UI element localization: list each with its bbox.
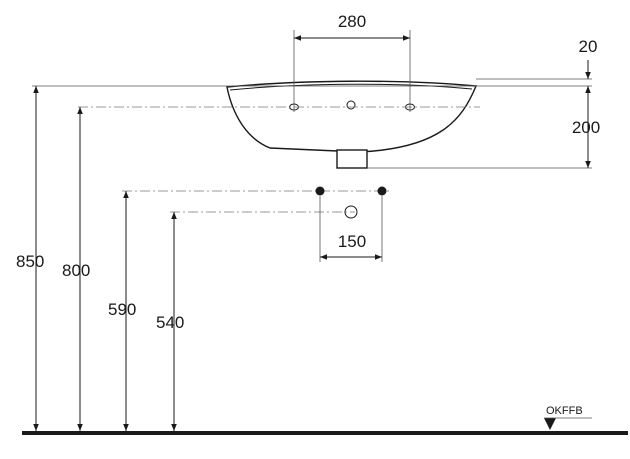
dimension-280: 280 [338, 12, 366, 31]
dimension-200: 200 [572, 118, 600, 137]
waste-outlet [336, 149, 368, 169]
supply-connection-left [315, 186, 325, 196]
dimension-800: 800 [62, 261, 90, 280]
washbasin [226, 80, 478, 169]
floor-line [22, 431, 628, 435]
dimension-150: 150 [338, 232, 366, 251]
floor-label: OKFFB [546, 405, 583, 417]
dimension-850: 850 [16, 252, 44, 271]
tap-hole-center [346, 100, 356, 110]
dimension-540: 540 [156, 313, 184, 332]
supply-connection-right [377, 186, 387, 196]
waste-connection [344, 205, 358, 219]
dimension-590: 590 [108, 300, 136, 319]
floor-reference-marker: OKFFB [544, 405, 592, 430]
dimension-20: 20 [579, 37, 598, 56]
